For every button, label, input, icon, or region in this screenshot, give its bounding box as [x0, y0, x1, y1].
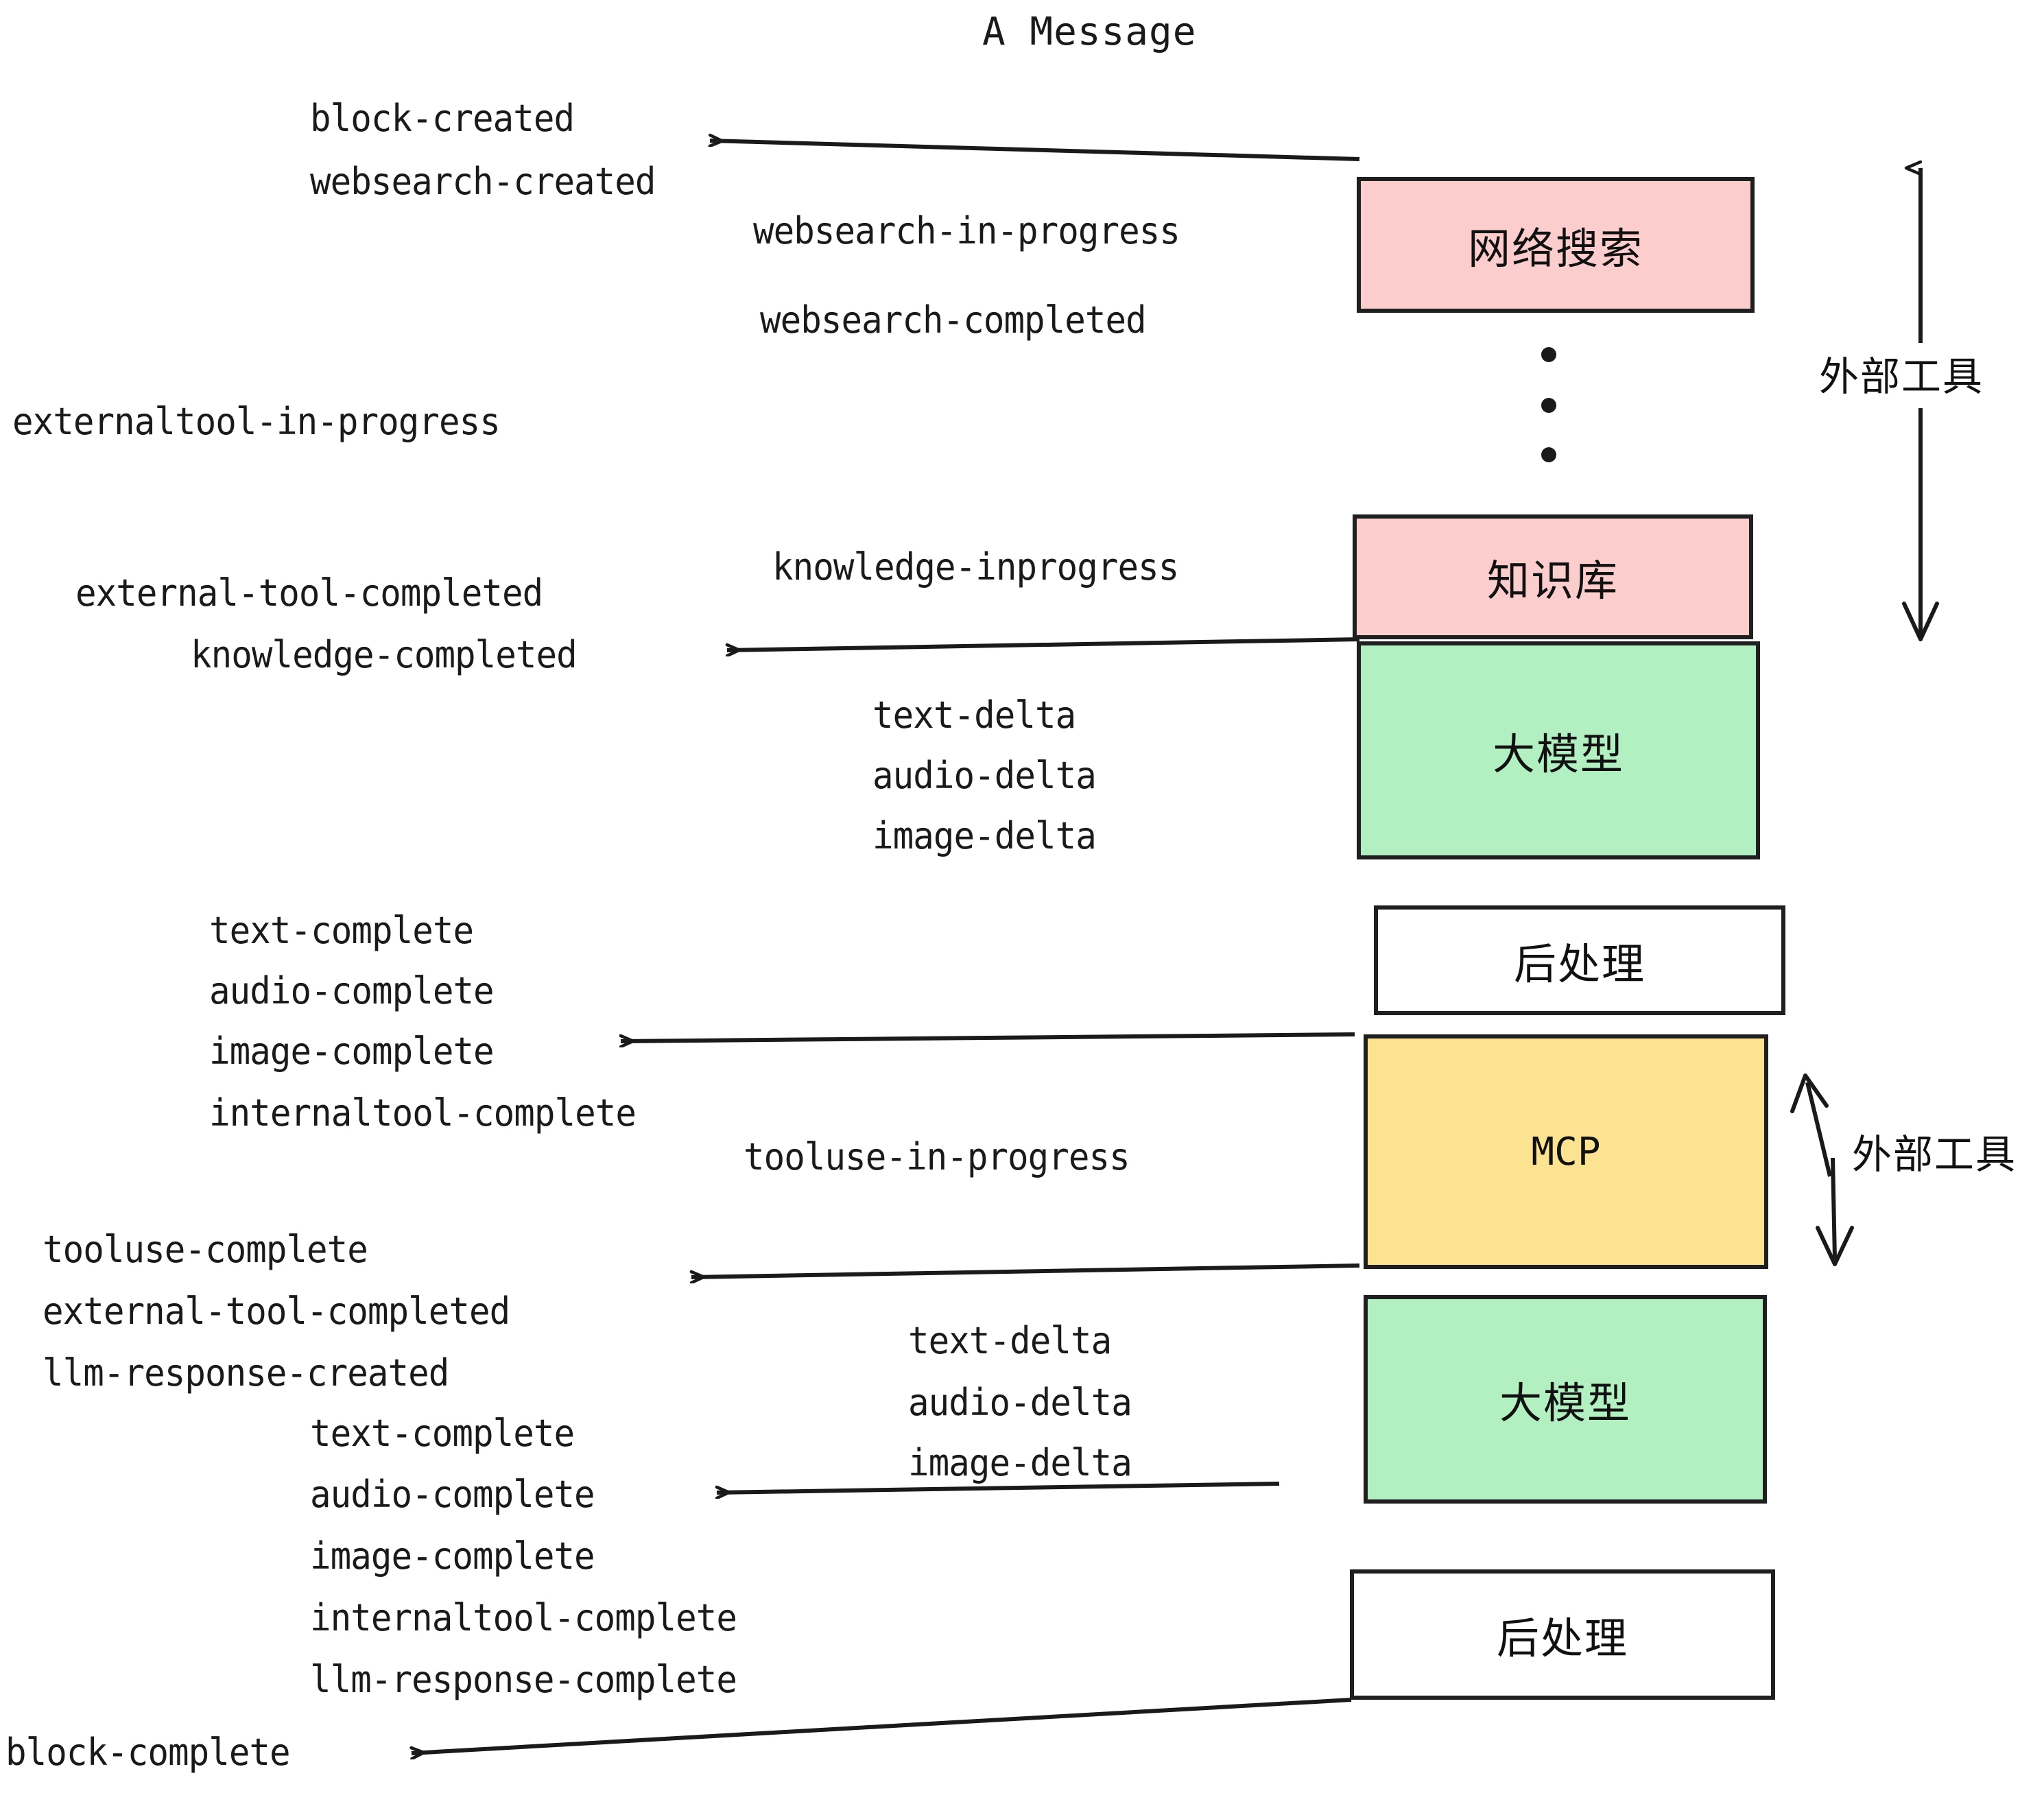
event-external-tool-completed-2: external-tool-completed: [43, 1290, 510, 1333]
event-tooluse-complete: tooluse-complete: [43, 1228, 368, 1271]
event-block-complete: block-complete: [5, 1731, 291, 1774]
arrow-ext-tools-bottom-up-head: [1790, 1073, 1829, 1113]
event-websearch-completed: websearch-completed: [760, 298, 1147, 342]
event-audio-complete-2: audio-complete: [310, 1473, 595, 1516]
node-knowledge-label: 知识库: [1486, 556, 1619, 606]
ellipsis-dot-3: [1541, 447, 1556, 462]
arrow-ext-tools-bottom-down-head: [1816, 1226, 1854, 1266]
node-llm-2[interactable]: 大模型: [1364, 1295, 1767, 1504]
node-llm-2-label: 大模型: [1499, 1378, 1631, 1428]
arrow-websearch-to-blockcreated: [710, 141, 1360, 161]
node-llm-1[interactable]: 大模型: [1357, 641, 1760, 859]
node-websearch-label: 网络搜索: [1467, 224, 1643, 274]
node-websearch[interactable]: 网络搜索: [1357, 177, 1755, 313]
event-audio-delta-2: audio-delta: [908, 1381, 1132, 1424]
arrow-post1-to-imagecomplete: [621, 1032, 1355, 1041]
arrow-ext-tools-bottom-up-line: [1805, 1082, 1832, 1177]
event-tooluse-in-progress: tooluse-in-progress: [744, 1135, 1130, 1178]
event-image-delta-1: image-delta: [872, 814, 1097, 857]
arrow-llm2-to-audiocomplete: [717, 1482, 1280, 1493]
node-postprocess-1[interactable]: 后处理: [1374, 905, 1785, 1015]
node-knowledge[interactable]: 知识库: [1353, 514, 1753, 639]
event-audio-complete-1: audio-complete: [209, 969, 495, 1012]
event-block-created: block-created: [310, 97, 575, 140]
event-image-complete-1: image-complete: [209, 1030, 495, 1073]
node-postprocess-1-label: 后处理: [1513, 939, 1645, 989]
arrow-knowledge-to-completed: [727, 637, 1360, 650]
event-websearch-in-progress: websearch-in-progress: [753, 209, 1180, 252]
node-llm-1-label: 大模型: [1492, 729, 1624, 779]
ellipsis-dot-2: [1541, 398, 1556, 413]
event-audio-delta-1: audio-delta: [872, 754, 1097, 797]
event-llm-response-created: llm-response-created: [43, 1351, 449, 1394]
node-postprocess-2[interactable]: 后处理: [1350, 1569, 1775, 1700]
event-internaltool-complete-2: internaltool-complete: [310, 1596, 737, 1639]
event-text-delta-2: text-delta: [908, 1319, 1112, 1362]
diagram-title: A Message: [982, 10, 1197, 54]
ellipsis-dot-1: [1541, 347, 1556, 362]
arrow-ext-tools-bottom-down-line: [1831, 1157, 1837, 1259]
side-label-external-tools-bottom: 外部工具: [1852, 1131, 2017, 1178]
event-externaltool-in-progress: externaltool-in-progress: [12, 400, 501, 443]
event-text-delta-1: text-delta: [872, 693, 1076, 737]
event-knowledge-completed: knowledge-completed: [191, 633, 578, 676]
event-text-complete-1: text-complete: [209, 909, 474, 952]
node-mcp[interactable]: MCP: [1364, 1034, 1768, 1269]
node-postprocess-2-label: 后处理: [1496, 1613, 1628, 1663]
side-label-external-tools-top: 外部工具: [1819, 353, 1984, 400]
event-external-tool-completed-1: external-tool-completed: [75, 571, 543, 615]
event-image-delta-2: image-delta: [908, 1441, 1132, 1484]
event-knowledge-inprogress: knowledge-inprogress: [772, 545, 1179, 589]
event-image-complete-2: image-complete: [310, 1534, 595, 1578]
event-text-complete-2: text-complete: [310, 1412, 575, 1455]
event-llm-response-complete: llm-response-complete: [310, 1658, 737, 1701]
arrow-ext-tools-top-down-head: [1902, 602, 1939, 641]
arrow-mcp-to-tooluse-complete: [691, 1263, 1360, 1277]
event-websearch-created: websearch-created: [310, 160, 656, 203]
event-internaltool-complete-1: internaltool-complete: [209, 1091, 637, 1135]
arrow-post2-to-blockcomplete: [412, 1698, 1352, 1753]
node-mcp-label: MCP: [1531, 1129, 1601, 1174]
